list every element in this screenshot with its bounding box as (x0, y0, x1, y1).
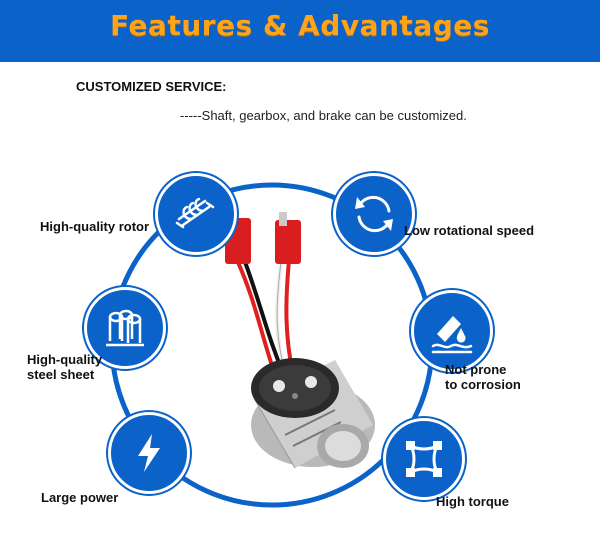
rotation-icon (333, 173, 415, 255)
feature-label-power: Large power (41, 490, 119, 505)
lightning-icon (108, 412, 190, 494)
steel-tube-icon (84, 287, 166, 369)
service-title: CUSTOMIZED SERVICE: (76, 79, 227, 94)
feature-label-corrosion: Not prone to corrosion (445, 362, 521, 392)
torque-square-icon (383, 418, 465, 500)
motor-image (225, 210, 375, 469)
feature-label-corrosion-line1: Not prone (445, 362, 507, 377)
feature-label-speed: Low rotational speed (404, 223, 535, 238)
feature-label-rotor: High-quality rotor (40, 219, 150, 234)
coil-icon (155, 173, 237, 255)
feature-label-torque: High torque (436, 494, 509, 509)
service-description: -----Shaft, gearbox, and brake can be cu… (180, 108, 467, 123)
feature-label-steel-line2: steel sheet (27, 367, 95, 382)
page-title: Features & Advantages (110, 9, 490, 42)
feature-label-steel: High-quality steel sheet (27, 352, 102, 382)
feature-label-corrosion-line2: to corrosion (445, 377, 521, 392)
header-banner: Features & Advantages (0, 0, 600, 62)
feature-label-steel-line1: High-quality (27, 352, 103, 367)
water-drop-icon (411, 290, 493, 372)
